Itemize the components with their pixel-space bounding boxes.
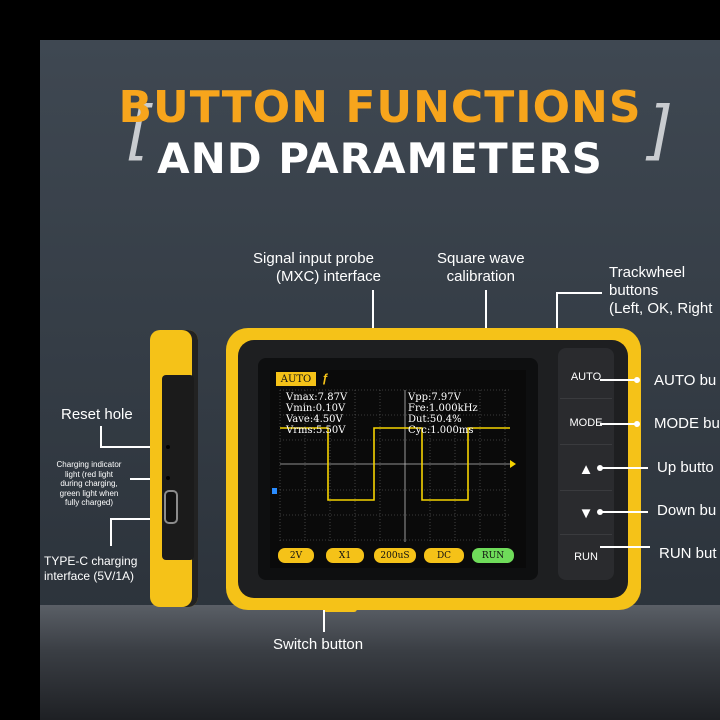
down-leader — [600, 511, 648, 513]
calibration-leader — [485, 290, 487, 328]
up-button[interactable]: ▲ — [560, 448, 612, 491]
auto-button[interactable]: AUTO — [560, 356, 612, 399]
callout-switch: Switch button — [273, 636, 364, 653]
device-body: AUTO ƒ — [238, 340, 628, 598]
trackwheel-leader-h — [556, 292, 602, 294]
reset-leader-v — [100, 426, 102, 448]
typec-leader-v — [110, 518, 112, 546]
chip-run-state: RUN — [472, 548, 514, 563]
screen-bezel: AUTO ƒ — [258, 358, 538, 580]
mode-button[interactable]: MODE — [560, 402, 612, 445]
side-view-device — [150, 330, 198, 607]
floor-reflection — [40, 605, 720, 720]
reset-leader-h — [100, 446, 168, 448]
waveform-grid — [272, 389, 516, 542]
switch-leader — [323, 610, 325, 632]
reset-hole — [166, 445, 170, 449]
callout-probe: Signal input probe(MXC) interface — [253, 250, 382, 285]
left-bracket: [ — [126, 94, 151, 168]
down-button[interactable]: ▼ — [560, 492, 612, 535]
callout-up: Up butto — [657, 459, 714, 476]
switch-button[interactable] — [323, 598, 357, 612]
chip-volts-div: 2V — [278, 548, 314, 563]
right-bracket: ] — [648, 94, 673, 168]
run-button[interactable]: RUN — [574, 551, 598, 563]
chip-time-div: 200uS — [374, 548, 416, 563]
title-line-2: AND PARAMETERS — [157, 134, 603, 183]
callout-down: Down bu — [657, 502, 717, 519]
product-panel: [ ] BUTTON FUNCTIONS AND PARAMETERS Sign… — [40, 40, 720, 720]
typec-leader-h — [110, 518, 166, 520]
oscilloscope-screen: AUTO ƒ — [270, 370, 526, 568]
device-button-column: AUTO MODE ▲ ▼ RUN — [558, 348, 614, 580]
chip-coupling: DC — [424, 548, 464, 563]
callout-run: RUN but — [659, 545, 717, 562]
typec-port-icon — [164, 490, 178, 524]
callout-reset: Reset hole — [61, 406, 133, 423]
chip-probe-x: X1 — [326, 548, 364, 563]
auto-leader — [600, 379, 638, 381]
oscilloscope-device: AUTO ƒ — [226, 328, 641, 612]
run-leader — [600, 546, 650, 548]
trackwheel-leader-v — [556, 292, 558, 328]
title-line-1: BUTTON FUNCTIONS — [118, 82, 642, 133]
side-view-grip — [162, 375, 194, 560]
charging-indicator-light — [166, 476, 170, 480]
up-leader — [600, 467, 648, 469]
mode-tag: AUTO — [276, 372, 316, 386]
callout-mode: MODE bu — [654, 415, 720, 432]
trigger-icon: ƒ — [322, 371, 329, 385]
callout-auto: AUTO bu — [654, 372, 717, 389]
mode-leader — [600, 423, 638, 425]
probe-leader — [372, 290, 374, 330]
